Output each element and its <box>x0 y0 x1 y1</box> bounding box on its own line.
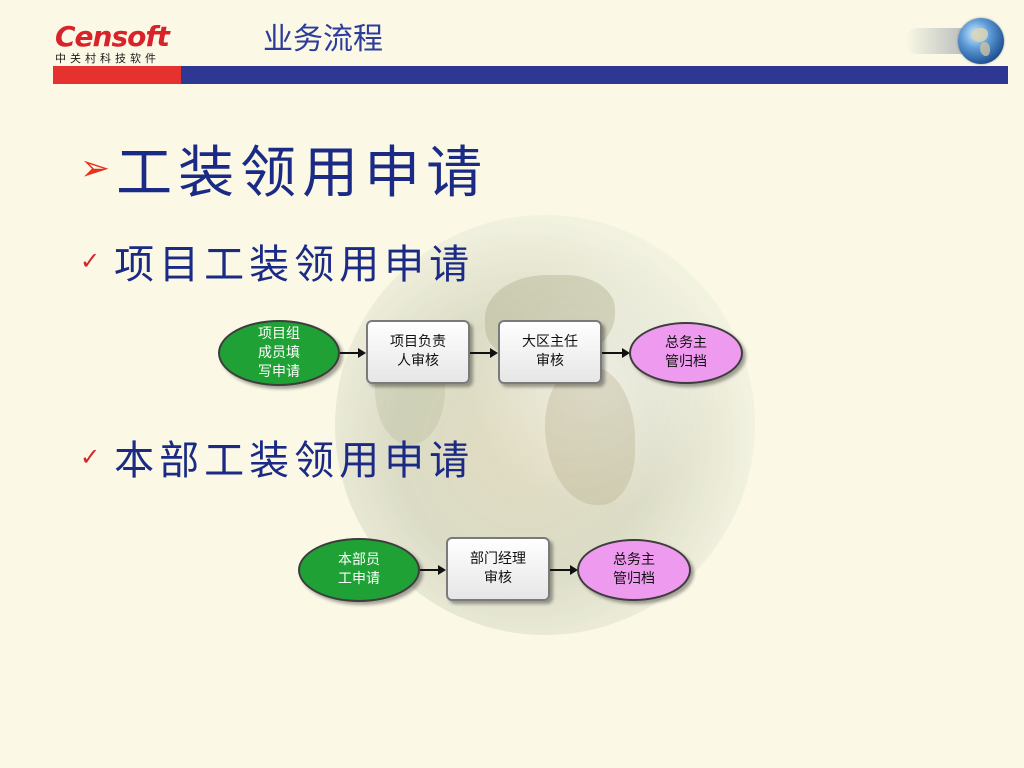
checkmark-bullet-icon: ✓ <box>80 247 101 275</box>
flow1-node-submit: 项目组 成员填 写申请 <box>218 320 340 386</box>
flow2-node-archive: 总务主 管归档 <box>577 539 691 601</box>
flow2-node-dept-review: 部门经理 审核 <box>446 537 550 601</box>
flow1-heading: 项目工装领用申请 <box>114 242 475 288</box>
flow1-node-label: 大区主任 审核 <box>522 334 578 369</box>
flow1-heading-row: ✓ 项目工装领用申请 <box>80 232 474 290</box>
arrow-bullet-icon: ➢ <box>80 147 111 189</box>
flow1-arrow-3 <box>602 348 630 358</box>
flow2-node-label: 总务主 管归档 <box>613 552 655 587</box>
flow1-node-label: 项目负责 人审核 <box>390 334 446 369</box>
flow2-node-label: 部门经理 审核 <box>470 551 526 586</box>
globe-icon <box>958 18 1004 64</box>
header-title: 业务流程 <box>263 22 383 57</box>
flow1-arrow-2 <box>470 348 498 358</box>
flow1-node-label: 项目组 成员填 写申请 <box>258 325 300 380</box>
section-title-row: ➢ 工装领用申请 <box>80 128 488 209</box>
flow2-heading-row: ✓ 本部工装领用申请 <box>80 428 474 486</box>
flow2-node-label: 本部员 工申请 <box>338 552 380 587</box>
flow2-node-submit: 本部员 工申请 <box>298 538 420 602</box>
section-title: 工装领用申请 <box>116 141 489 206</box>
flow1-node-region-review: 大区主任 审核 <box>498 320 602 384</box>
flow1-node-archive: 总务主 管归档 <box>629 322 743 384</box>
logo-wordmark: Censoft <box>55 20 170 53</box>
checkmark-bullet-icon: ✓ <box>80 443 101 471</box>
censoft-logo: Censoft 中关村科技软件 <box>55 20 180 84</box>
logo-subtitle: 中关村科技软件 <box>55 52 160 65</box>
flow1-arrow-1 <box>340 348 366 358</box>
flow1-node-project-review: 项目负责 人审核 <box>366 320 470 384</box>
header-blue-bar <box>181 66 1008 84</box>
flow2-heading: 本部工装领用申请 <box>114 438 475 484</box>
globe-motion-trail <box>905 28 965 54</box>
flow1-node-label: 总务主 管归档 <box>665 335 707 370</box>
flow2-arrow-1 <box>420 565 446 575</box>
header-red-bar <box>53 66 181 84</box>
flow2-arrow-2 <box>550 565 578 575</box>
